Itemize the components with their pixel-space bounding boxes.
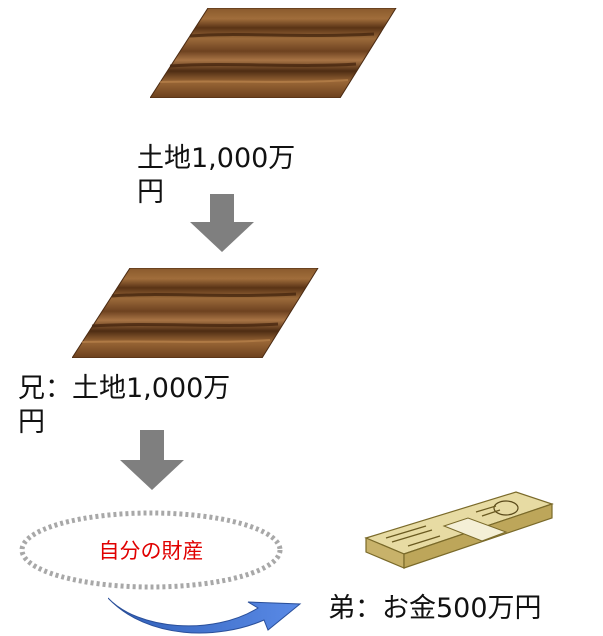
younger-brother-label: 弟：お金500万円 xyxy=(328,593,542,624)
down-arrow-icon xyxy=(190,194,254,252)
land-parcel-icon xyxy=(72,268,322,358)
curved-exchange-arrow-icon xyxy=(108,596,304,636)
land-top-label: 土地1,000万 円 xyxy=(137,143,296,208)
down-arrow-icon xyxy=(120,430,184,490)
own-property-ellipse: 自分の財産 xyxy=(18,508,284,592)
land-parcel-icon xyxy=(150,8,400,98)
brother-label: 兄：土地1,000万 円 xyxy=(18,373,231,438)
own-property-label: 自分の財産 xyxy=(98,539,204,563)
money-bundle-icon xyxy=(356,486,556,572)
